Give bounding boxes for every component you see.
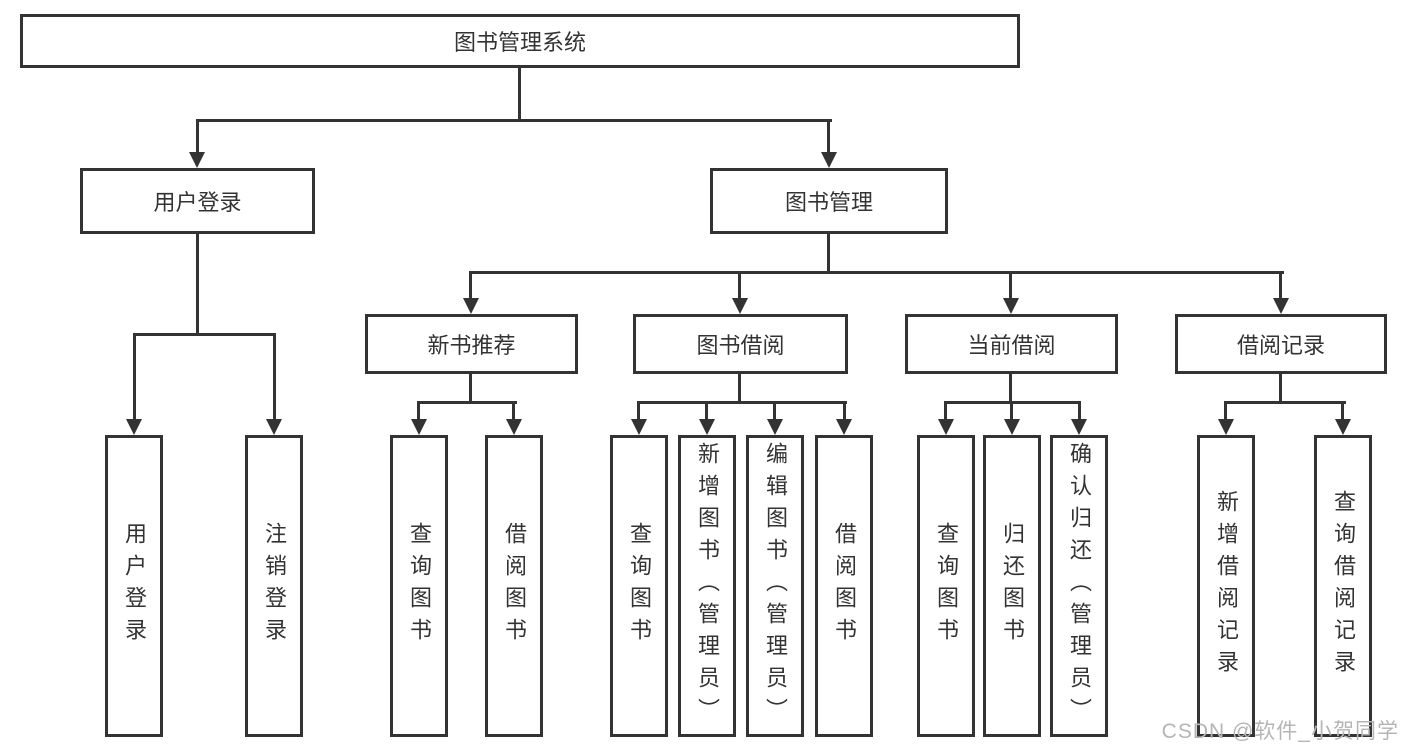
connector-vline [1010,401,1013,421]
node-leaf-bb-edit-books-label: 编辑图书（管理员） [763,442,788,730]
node-leaf-nb-borrow-books-label: 借阅图书 [502,522,527,650]
node-current-borrowing: 当前借阅 [905,314,1118,374]
node-leaf-bb-borrow-books-label: 借阅图书 [832,522,857,650]
node-leaf-bb-edit-books: 编辑图书（管理员） [746,435,804,737]
arrowhead-down-icon [411,419,427,435]
arrowhead-down-icon [463,298,479,314]
connector-vline [738,271,741,299]
arrowhead-down-icon [266,419,282,435]
connector-vline [1224,401,1227,421]
node-book-borrowing: 图书借阅 [633,314,848,374]
connector-hline [637,401,847,404]
connector-vline [1279,271,1282,299]
node-book-borrowing-label: 图书借阅 [696,333,785,358]
node-user-login: 用户登录 [80,168,315,234]
node-user-login-label: 用户登录 [153,190,242,215]
connector-hline [417,401,517,404]
node-leaf-cb-confirm-return-label: 确认归还（管理员） [1067,442,1092,730]
node-leaf-bb-borrow-books: 借阅图书 [815,435,873,737]
connector-vline [469,271,472,299]
arrowhead-down-icon [126,419,142,435]
arrowhead-down-icon [506,419,522,435]
connector-vline [637,401,640,421]
connector-vline [738,374,741,402]
connector-vline [196,234,199,334]
node-leaf-cb-return-books: 归还图书 [983,435,1041,737]
node-leaf-br-query-record: 查询借阅记录 [1314,435,1372,737]
node-leaf-bb-query-books-label: 查询图书 [627,522,652,650]
connector-hline [133,333,276,336]
arrowhead-down-icon [1004,419,1020,435]
arrowhead-down-icon [1071,419,1087,435]
arrowhead-down-icon [1218,419,1234,435]
connector-vline [1009,374,1012,402]
node-leaf-cb-query-books-label: 查询图书 [934,522,959,650]
connector-vline [827,234,830,272]
node-leaf-nb-query-books-label: 查询图书 [407,522,432,650]
node-leaf-logout: 注销登录 [245,435,303,737]
connector-vline [773,401,776,421]
node-book-management-label: 图书管理 [784,190,873,215]
arrowhead-down-icon [836,419,852,435]
connector-vline [469,374,472,402]
node-library-system-label: 图书管理系统 [453,30,586,55]
connector-vline [273,333,276,421]
connector-vline [1009,271,1012,299]
arrowhead-down-icon [938,419,954,435]
connector-hline [1224,401,1346,404]
arrowhead-down-icon [1335,419,1351,435]
arrowhead-down-icon [821,152,837,168]
arrowhead-down-icon [189,152,205,168]
arrowhead-down-icon [699,419,715,435]
connector-vline [417,401,420,421]
node-leaf-nb-query-books: 查询图书 [390,435,448,737]
node-leaf-br-query-record-label: 查询借阅记录 [1331,490,1356,682]
arrowhead-down-icon [1273,298,1289,314]
connector-vline [843,401,846,421]
node-leaf-cb-return-books-label: 归还图书 [1000,522,1025,650]
connector-vline [512,401,515,421]
node-leaf-nb-borrow-books: 借阅图书 [485,435,543,737]
node-leaf-bb-query-books: 查询图书 [610,435,668,737]
node-leaf-user-login-label: 用户登录 [122,522,147,650]
connector-vline [518,68,521,120]
arrowhead-down-icon [631,419,647,435]
node-leaf-bb-add-books: 新增图书（管理员） [678,435,736,737]
connector-vline [1078,401,1081,421]
connector-hline [196,119,832,122]
connector-vline [944,401,947,421]
node-leaf-logout-label: 注销登录 [262,522,287,650]
arrowhead-down-icon [732,298,748,314]
connector-vline [705,401,708,421]
node-new-book-recommend: 新书推荐 [365,314,578,374]
node-book-management: 图书管理 [710,168,948,234]
connector-vline [827,119,830,153]
connector-vline [1341,401,1344,421]
node-borrowing-records: 借阅记录 [1175,314,1387,374]
connector-vline [1279,374,1282,402]
watermark: CSDN @软件_小贺同学 [1161,720,1399,743]
node-new-book-recommend-label: 新书推荐 [427,333,516,358]
node-leaf-br-add-record: 新增借阅记录 [1197,435,1255,737]
node-leaf-br-add-record-label: 新增借阅记录 [1214,490,1239,682]
node-borrowing-records-label: 借阅记录 [1236,333,1325,358]
node-leaf-cb-confirm-return: 确认归还（管理员） [1050,435,1108,737]
node-library-system: 图书管理系统 [20,14,1020,68]
node-current-borrowing-label: 当前借阅 [967,333,1056,358]
arrowhead-down-icon [767,419,783,435]
node-leaf-cb-query-books: 查询图书 [917,435,975,737]
connector-vline [133,333,136,421]
connector-hline [469,271,1284,274]
node-leaf-bb-add-books-label: 新增图书（管理员） [695,442,720,730]
arrowhead-down-icon [1003,298,1019,314]
node-leaf-user-login: 用户登录 [105,435,163,737]
connector-vline [196,119,199,153]
